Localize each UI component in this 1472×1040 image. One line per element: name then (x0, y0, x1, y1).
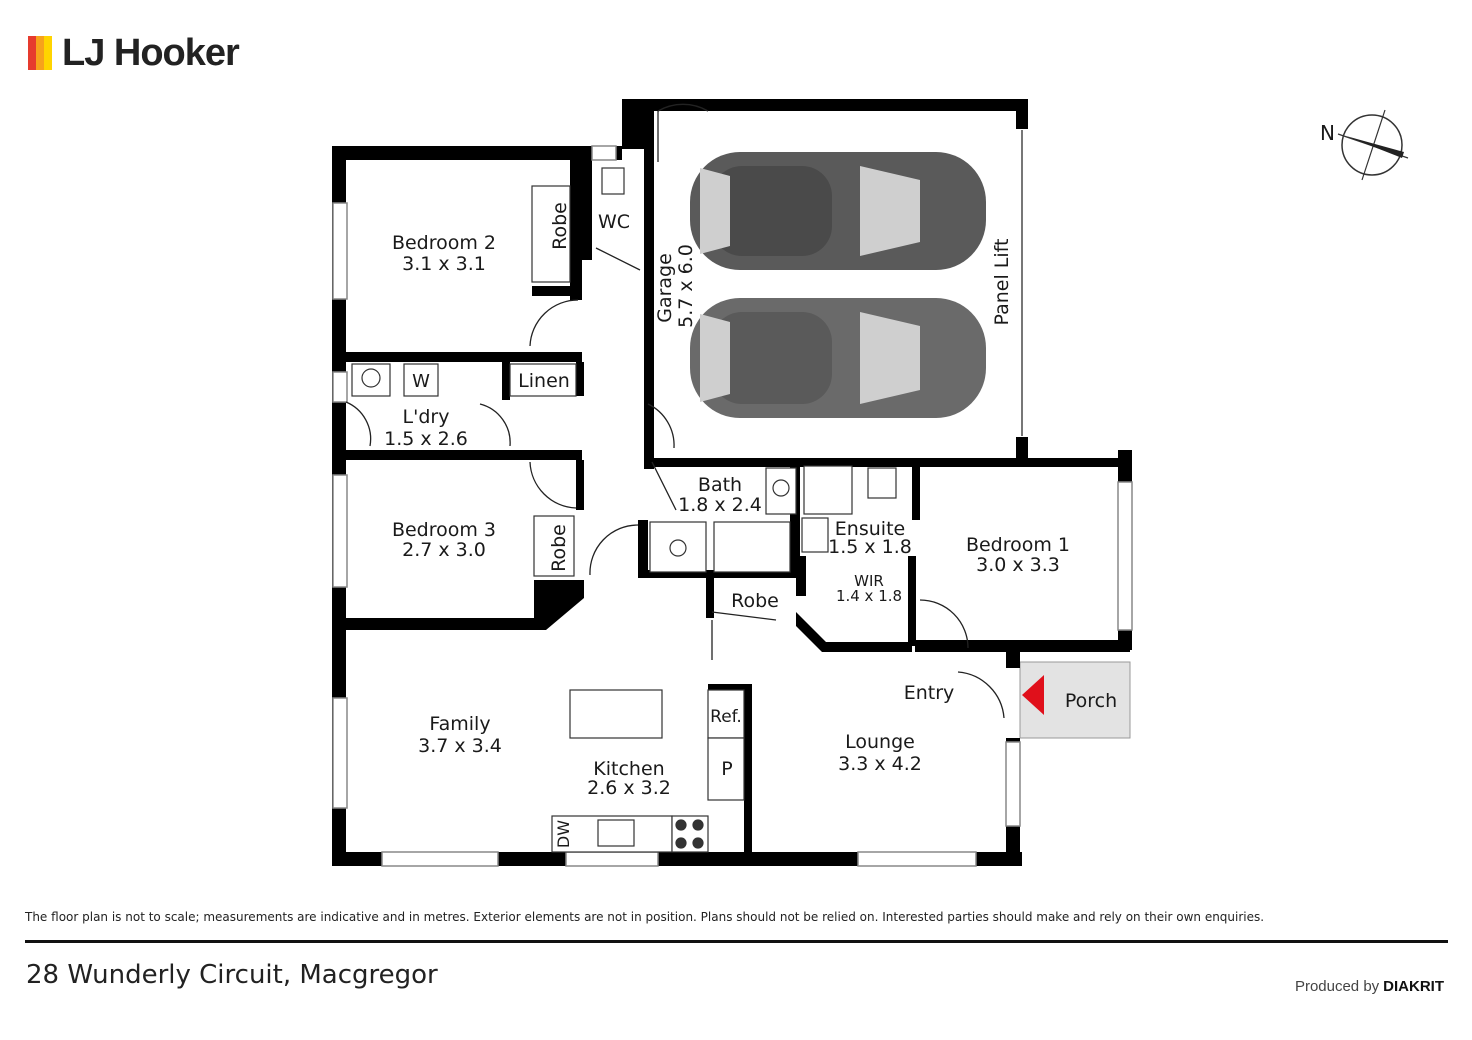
wc-label: WC (598, 211, 630, 233)
brand-bar-yellow (44, 36, 52, 70)
family-size: 3.7 x 3.4 (418, 735, 502, 757)
wir-size: 1.4 x 1.8 (836, 587, 902, 605)
kitchen-size: 2.6 x 3.2 (587, 777, 671, 799)
entry-arrow-icon (1022, 675, 1044, 715)
washer-label: W (412, 371, 430, 392)
shower (803, 465, 853, 515)
compass-north-label: N (1320, 121, 1335, 145)
bedroom1-size: 3.0 x 3.3 (976, 554, 1060, 576)
windows (332, 145, 1133, 867)
brand-bar-orange (36, 36, 44, 70)
car-icon (690, 298, 986, 418)
property-address: 28 Wunderly Circuit, Macgregor (26, 960, 438, 990)
robe-bed3-cabinet (533, 515, 575, 577)
produced-by-label: Produced by (1294, 978, 1380, 995)
panel-lift-label: Panel Lift (991, 239, 1013, 326)
garage-name: Garage (654, 253, 676, 323)
bedroom3-size: 2.7 x 3.0 (402, 539, 486, 561)
robe-bed2-cabinet (531, 185, 571, 283)
entry-label: Entry (904, 682, 955, 704)
fridge-space (707, 689, 745, 739)
brand-name: LJ Hooker (62, 31, 240, 74)
robe-bed2-label: Robe (549, 202, 571, 250)
ensuite-size: 1.5 x 1.8 (828, 536, 912, 558)
garage-walls (622, 99, 1132, 469)
lounge-name: Lounge (845, 731, 915, 753)
toilet (601, 167, 625, 195)
bedroom1-name: Bedroom 1 (966, 534, 1070, 556)
bedroom2-name: Bedroom 2 (392, 232, 496, 254)
ref-label: Ref. (710, 707, 742, 727)
bath-size: 1.8 x 2.4 (678, 494, 762, 516)
pantry (707, 737, 745, 801)
compass-icon (1337, 109, 1409, 181)
porch-label: Porch (1065, 690, 1117, 712)
laundry-size: 1.5 x 2.6 (384, 428, 468, 450)
robe-bed3-label: Robe (548, 524, 570, 572)
interior-walls (346, 160, 920, 854)
robe-hall-label: Robe (731, 590, 779, 612)
linen-label: Linen (518, 370, 570, 392)
bedroom3-name: Bedroom 3 (392, 519, 496, 541)
ensuite-toilet (867, 467, 897, 499)
car-icon (690, 152, 986, 270)
ensuite-name: Ensuite (835, 518, 905, 540)
brand-color-bars (28, 36, 52, 70)
door-swings (345, 103, 1005, 719)
disclaimer-text: The floor plan is not to scale; measurem… (25, 910, 1265, 924)
fixtures (351, 167, 897, 853)
garage-size: 5.7 x 6.0 (675, 244, 697, 328)
brand-logo: LJ Hooker (28, 30, 240, 76)
kitchen-island (569, 689, 663, 739)
producer-name: DIAKRIT (1383, 978, 1444, 995)
dishwasher-label: DW (554, 820, 573, 848)
laundry-name: L'dry (403, 406, 450, 428)
family-name: Family (429, 713, 490, 735)
lounge-size: 3.3 x 4.2 (838, 753, 922, 775)
bedroom2-size: 3.1 x 3.1 (402, 253, 486, 275)
wir-name: WIR (854, 572, 884, 590)
bath-tub (713, 521, 791, 573)
linen-cupboard (509, 363, 577, 397)
footer-divider (25, 940, 1448, 943)
washer (403, 363, 439, 397)
kitchen-sink (597, 819, 635, 847)
brand-bar-red (28, 36, 36, 70)
kitchen-name: Kitchen (593, 758, 664, 780)
bath-name: Bath (698, 474, 742, 496)
pantry-label: P (721, 758, 732, 780)
ensuite-basin (801, 517, 829, 553)
